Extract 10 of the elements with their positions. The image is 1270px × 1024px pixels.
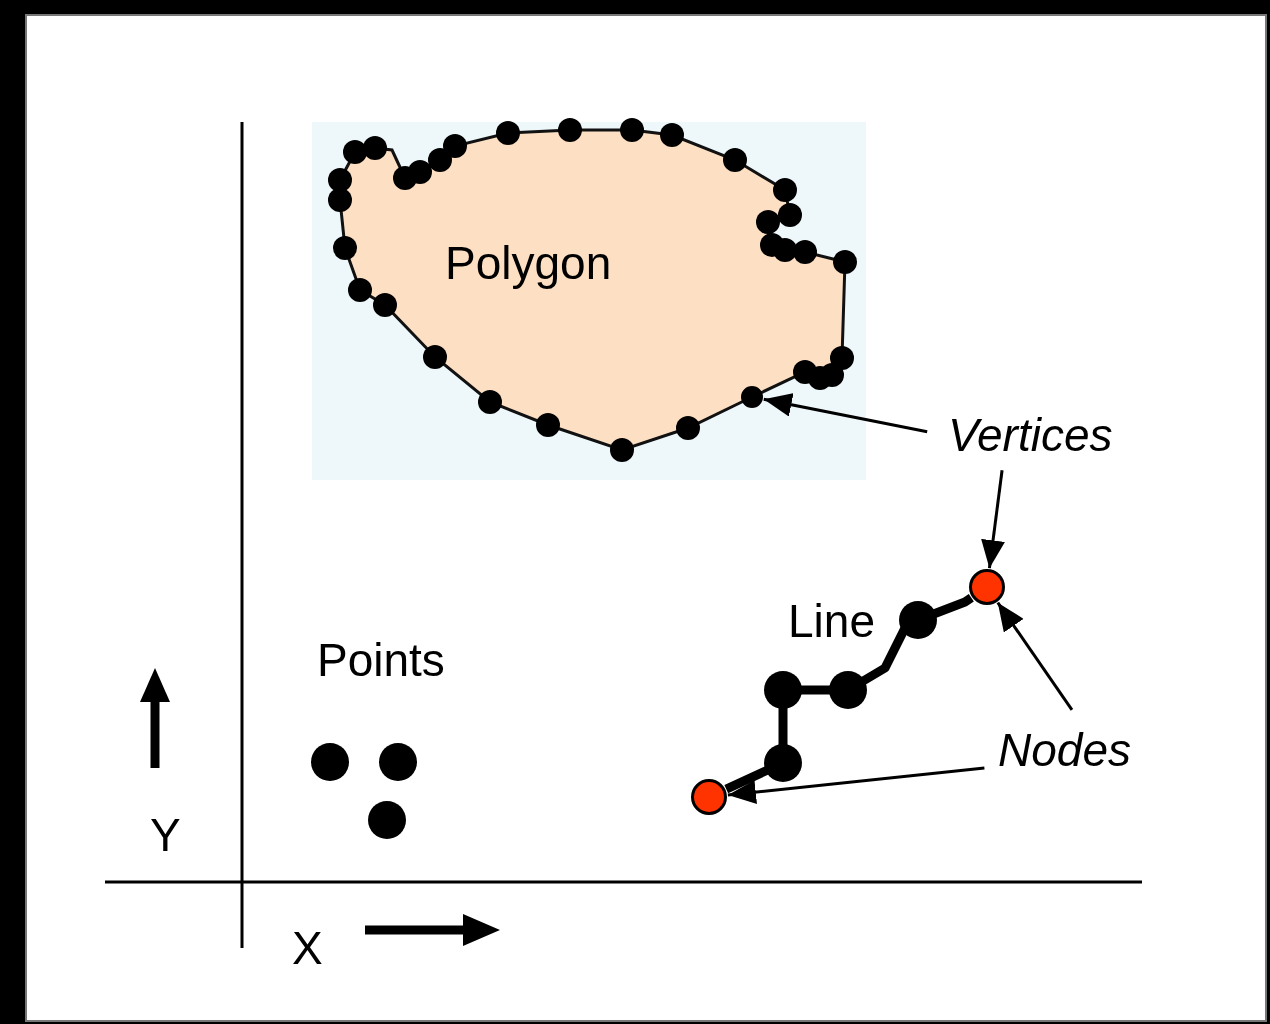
arrow (996, 601, 1074, 711)
arrow (727, 766, 985, 805)
arrow (981, 470, 1005, 569)
axis-label: Y (150, 812, 181, 858)
shape-label: Line (788, 598, 875, 644)
shape-label: Points (317, 637, 445, 683)
callout-text: Nodes (998, 727, 1168, 779)
arrow (763, 393, 928, 434)
axis-label: X (292, 925, 323, 971)
callout-text: Vertices (948, 412, 1156, 464)
